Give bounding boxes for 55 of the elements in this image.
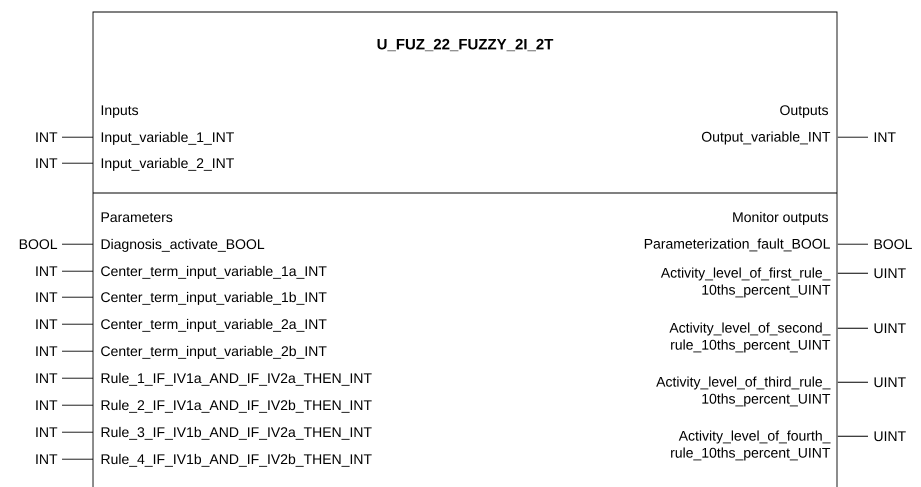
output-pin-name: Parameterization_fault_BOOL: [644, 238, 830, 252]
output-pin-name: Output_variable_INT: [702, 131, 830, 144]
pin-line: [62, 378, 94, 379]
output-pin-name: Activity_level_of_fourth_ rule_10ths_percent_UINT: [671, 430, 831, 460]
input-pin-name: Input_variable_2_INT: [102, 158, 234, 171]
pin-line: [837, 272, 868, 274]
pin-line: [62, 270, 94, 272]
pin-line: [837, 436, 868, 437]
input-pin-name: Rule_1_IF_IV1a_AND_IF_IV2a_THEN_INT: [102, 372, 372, 386]
pin-line: [62, 162, 94, 164]
input-pin-name: Center_term_input_variable_1a_INT: [101, 266, 327, 279]
pin-line: [62, 432, 94, 433]
output-pin-name: Activity_level_of_second_ rule_10ths_percent_UINT: [669, 322, 831, 352]
input-pin-name: Rule_4_IF_IV1b_AND_IF_IV2b_THEN_INT: [102, 454, 372, 467]
data-type-label: INT: [874, 132, 896, 142]
output-pin-name: Activity_level_of_third_rule_ 10ths_percent_UINT: [656, 376, 831, 406]
pin-line: [62, 324, 94, 325]
pin-line: [62, 458, 94, 460]
input-pin-name: Input_variable_1_INT: [102, 132, 234, 145]
data-type-label: INT: [36, 400, 58, 410]
data-type-label: INT: [36, 346, 58, 356]
section-heading: Parameters: [102, 212, 172, 222]
pin-line: [62, 244, 94, 245]
section-heading: Outputs: [780, 105, 828, 118]
data-type-label: UINT: [874, 268, 906, 278]
data-type-label: INT: [36, 319, 58, 329]
pin-line: [837, 328, 868, 329]
input-pin-name: Rule_2_IF_IV1a_AND_IF_IV2b_THEN_INT: [102, 400, 372, 413]
input-pin-name: Rule_3_IF_IV1b_AND_IF_IV2a_THEN_INT: [102, 426, 372, 440]
data-type-label: INT: [36, 427, 58, 437]
data-type-label: UINT: [874, 323, 906, 334]
data-type-label: UINT: [874, 431, 906, 442]
input-pin-name: Center_term_input_variable_1b_INT: [101, 292, 327, 305]
input-pin-name: Center_term_input_variable_2a_INT: [101, 318, 327, 332]
data-type-label: BOOL: [20, 239, 58, 250]
data-type-label: UINT: [874, 377, 906, 388]
pin-line: [837, 382, 868, 383]
pin-line: [837, 136, 868, 138]
section-heading: Monitor outputs: [733, 212, 828, 225]
data-type-label: BOOL: [874, 239, 912, 250]
input-pin-name: Diagnosis_activate_BOOL: [102, 238, 264, 252]
data-type-label: INT: [36, 132, 58, 142]
pin-line: [837, 244, 868, 245]
data-type-label: INT: [36, 454, 58, 464]
data-type-label: INT: [36, 266, 58, 276]
pin-line: [62, 404, 94, 406]
data-type-label: INT: [36, 373, 58, 383]
output-pin-name: Activity_level_of_first_rule_ 10ths_percent_UINT: [660, 267, 831, 298]
input-pin-name: Center_term_input_variable_2b_INT: [101, 346, 327, 359]
pin-line: [62, 136, 94, 138]
section-heading: Inputs: [102, 105, 138, 118]
pin-line: [62, 350, 94, 352]
pin-line: [62, 296, 94, 298]
data-type-label: INT: [36, 292, 58, 302]
data-type-label: INT: [36, 158, 58, 168]
